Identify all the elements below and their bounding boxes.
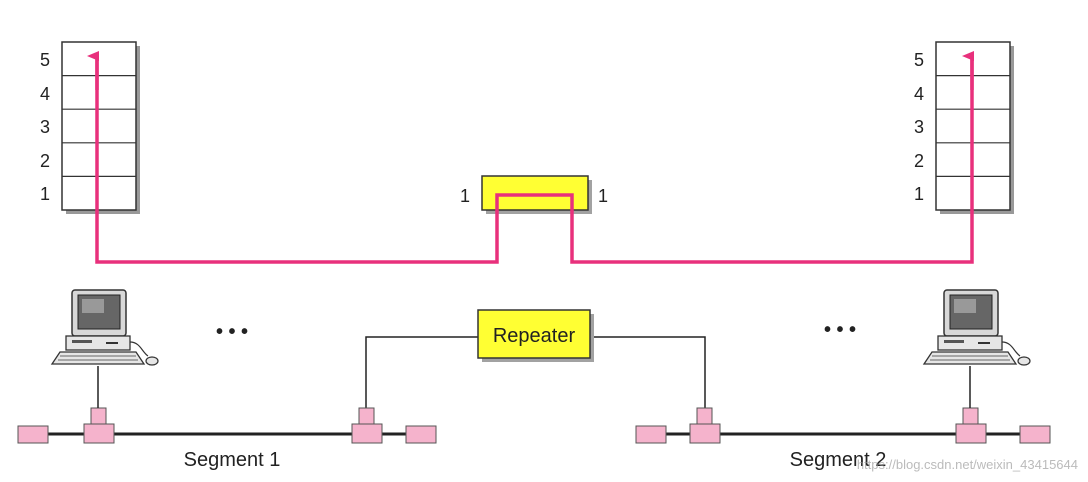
repeater-layer-right-label: 1 xyxy=(598,186,608,206)
segment-1-label: Segment 1 xyxy=(184,449,281,471)
tap-connector xyxy=(689,423,721,444)
tap-connector xyxy=(955,423,987,444)
tap-stub xyxy=(962,407,979,425)
tap-connector xyxy=(351,423,383,444)
tap-stub xyxy=(358,407,375,425)
left-layer-3-label: 3 xyxy=(40,117,50,137)
right-layer-4-label: 4 xyxy=(914,84,924,104)
computer-icon xyxy=(922,289,1031,366)
data-path-line xyxy=(95,58,974,264)
watermark-text: https://blog.csdn.net/weixin_43415644 xyxy=(856,457,1078,472)
left-layer-4-label: 4 xyxy=(40,84,50,104)
left-layer-5-label: 5 xyxy=(40,50,50,70)
right-layer-stack: 5 4 3 2 1 xyxy=(914,41,1014,214)
left-layer-2-label: 2 xyxy=(40,151,50,171)
left-layer-1-label: 1 xyxy=(40,184,50,204)
repeater-device: Repeater xyxy=(477,309,594,362)
repeater-layer-left-label: 1 xyxy=(460,186,470,206)
segment-2: Segment 2 • • • xyxy=(635,319,1051,471)
tap-connector xyxy=(83,423,115,444)
computer-icon xyxy=(50,289,159,366)
tap-stub xyxy=(90,407,107,425)
segment-2-label: Segment 2 xyxy=(790,449,887,471)
terminator-right xyxy=(405,425,437,444)
terminator-left xyxy=(17,425,49,444)
tap-stub xyxy=(696,407,713,425)
right-layer-2-label: 2 xyxy=(914,151,924,171)
segment-1: Segment 1 • • • xyxy=(17,321,437,471)
segment-1-ellipsis: • • • xyxy=(216,321,248,343)
left-layer-stack: 5 4 3 2 1 xyxy=(40,41,140,214)
right-layer-3-label: 3 xyxy=(914,117,924,137)
repeater-label: Repeater xyxy=(493,325,576,347)
terminator-left xyxy=(635,425,667,444)
segment-2-ellipsis: • • • xyxy=(824,319,856,341)
right-layer-5-label: 5 xyxy=(914,50,924,70)
right-layer-1-label: 1 xyxy=(914,184,924,204)
repeater-cabling xyxy=(365,336,706,412)
terminator-right xyxy=(1019,425,1051,444)
